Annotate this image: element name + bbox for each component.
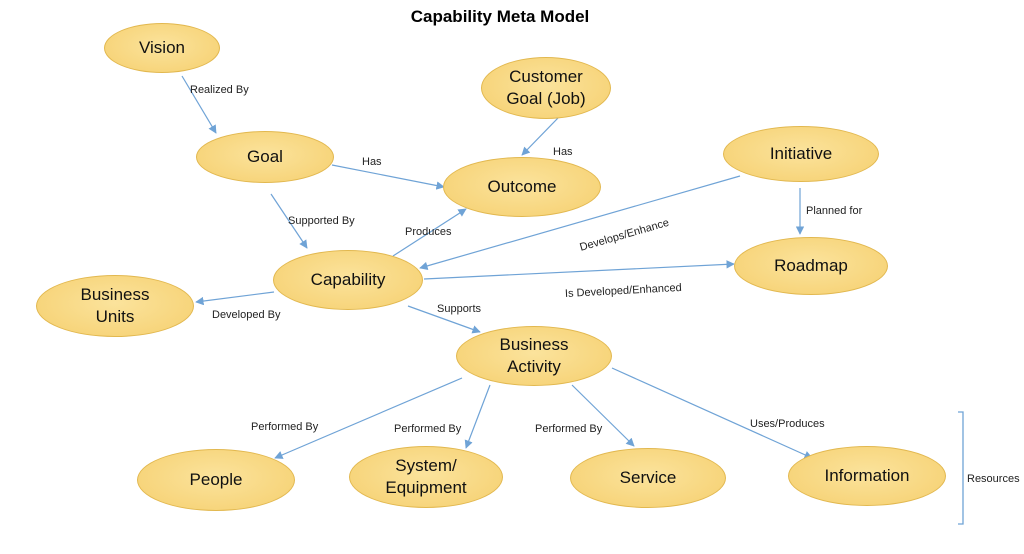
node-people: People <box>137 449 295 511</box>
node-service: Service <box>570 448 726 508</box>
node-business-units: Business Units <box>36 275 194 337</box>
edge-label-realized-by: Realized By <box>190 84 249 96</box>
edge-label-developed-by: Developed By <box>212 309 281 321</box>
edge-label-has-customer: Has <box>553 146 573 158</box>
edge-activity-information <box>611 367 813 459</box>
edge-label-supports: Supports <box>437 303 482 315</box>
edge-label-performed-by-people: Performed By <box>251 421 319 433</box>
node-information: Information <box>788 446 946 506</box>
edge-label-supported-by: Supported By <box>288 215 355 227</box>
edge-activity-people <box>274 377 463 459</box>
node-outcome: Outcome <box>443 157 601 217</box>
edge-vision-goal <box>181 75 217 134</box>
node-system-equipment: System/ Equipment <box>349 446 503 508</box>
edge-label-performed-by-service: Performed By <box>535 423 603 435</box>
edge-label-produces: Produces <box>405 226 452 238</box>
edge-capability-outcome <box>392 208 467 257</box>
edge-activity-service <box>571 384 635 447</box>
resources-label: Resources <box>967 473 1020 485</box>
node-vision: Vision <box>104 23 220 73</box>
edge-label-has-goal: Has <box>362 156 382 168</box>
node-goal: Goal <box>196 131 334 183</box>
edge-label-planned-for: Planned for <box>806 205 863 217</box>
edge-label-uses-produces: Uses/Produces <box>750 418 825 430</box>
resources-bracket <box>958 411 964 525</box>
edge-activity-system <box>464 384 491 449</box>
edge-capability-business-units <box>195 291 275 306</box>
edge-capability-business-activity <box>407 305 481 334</box>
node-initiative: Initiative <box>723 126 879 182</box>
edge-goal-capability <box>270 193 308 249</box>
edge-customer-outcome <box>521 117 559 156</box>
node-capability: Capability <box>273 250 423 310</box>
node-customer-goal: Customer Goal (Job) <box>481 57 611 119</box>
node-business-activity: Business Activity <box>456 326 612 386</box>
edge-capability-roadmap <box>423 260 735 280</box>
node-roadmap: Roadmap <box>734 237 888 295</box>
diagram-title: Capability Meta Model <box>410 7 590 26</box>
edge-goal-outcome <box>331 164 445 190</box>
edge-initiative-capability <box>419 175 741 270</box>
edge-label-performed-by-system: Performed By <box>394 423 462 435</box>
